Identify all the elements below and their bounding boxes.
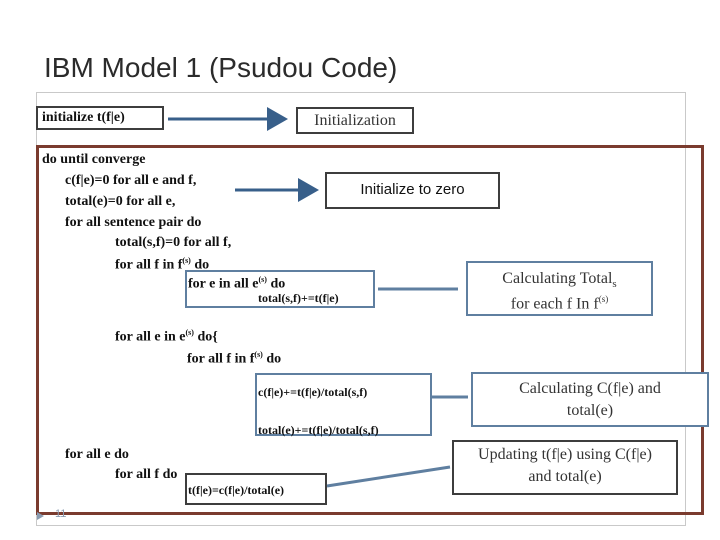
update-t-box [452,440,678,495]
code-for-e: for e in all e(s) do [188,275,286,292]
calc-c-box [471,372,709,427]
t-update-box [185,473,327,505]
slide-title: IBM Model 1 (Psudou Code) [44,52,398,83]
code-zero-total: total(e)=0 for all e, [65,194,176,209]
calc-total-box [466,261,653,316]
page-number: 11 [55,508,67,520]
code-total-e-update: total(e)+=t(f|e)/total(s,f) [258,423,379,437]
code-total-s-zero: total(s,f)=0 for all f, [115,235,232,250]
init-code-box [36,106,164,130]
initialize-zero-box [325,172,500,209]
update-t-line1: Updating t(f|e) using C(f|e) [478,446,652,463]
update-t-line2: and total(e) [528,468,602,485]
calc-c-line1: Calculating C(f|e) and [519,380,661,397]
code-loop: do until converge [42,152,146,167]
main-loop-box [36,145,704,515]
code-total-s-update: total(s,f)+=t(f|e) [258,291,339,305]
page-marker-icon [37,512,44,520]
calc-c-line2: total(e) [566,402,614,419]
code-for-sentence: for all sentence pair do [65,215,202,230]
initialization-box [296,107,414,134]
calc-total-line1: Calculating Totals [502,270,617,291]
initialize-zero-label: Initialize to zero [360,181,465,198]
calc-total-line2: for each f In f(s) [510,294,609,313]
code-init: initialize t(f|e) [42,110,125,125]
arrow-t [326,465,451,488]
c-total-update-box [255,373,432,436]
code-c-update: c(f|e)+=t(f|e)/total(s,f) [258,385,368,399]
code-for-e2: for all e in e(s) do{ [115,328,218,345]
code-for-all-f: for all f do [115,467,178,482]
initialization-label: Initialization [314,112,396,129]
code-t-update: t(f|e)=c(f|e)/total(e) [188,483,285,497]
code-for-f: for all f in f(s) do [115,256,210,273]
code-for-f2: for all f in f(s) do [187,350,282,367]
code-for-all-e: for all e do [65,447,129,462]
total-s-update-box [185,270,375,308]
code-zero-c: c(f|e)=0 for all e and f, [65,173,197,188]
